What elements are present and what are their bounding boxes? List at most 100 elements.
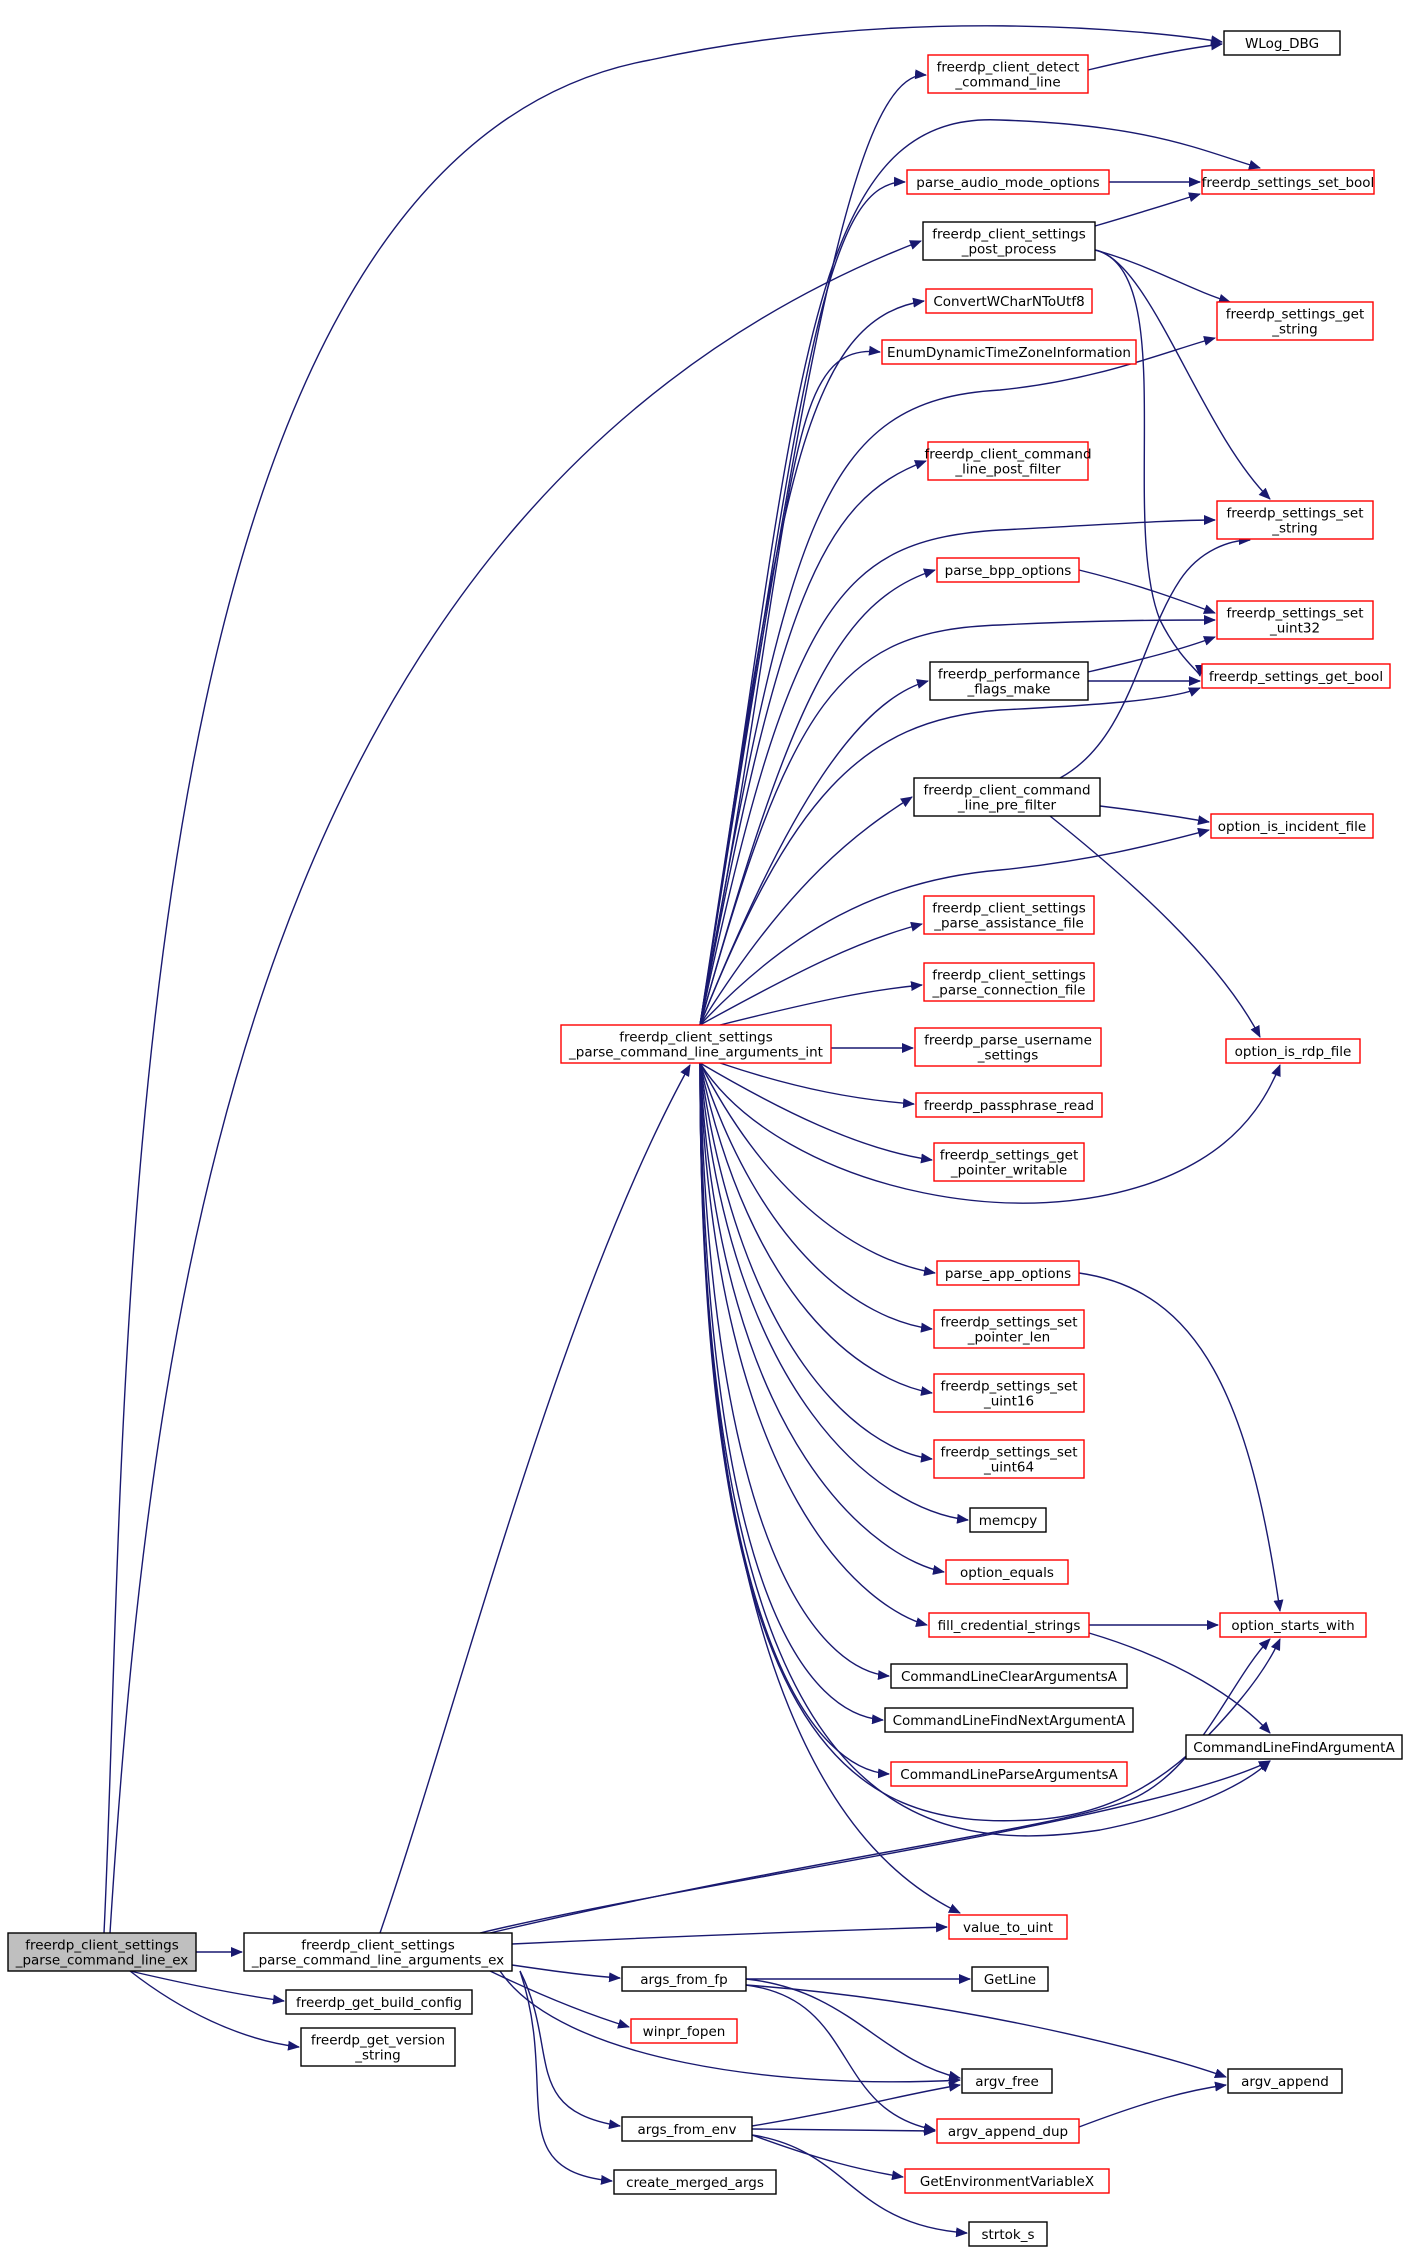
edge-fp-argv-free [745,1978,961,2081]
node-label: freerdp_client_command [924,447,1091,463]
node-version-string[interactable]: freerdp_get_version_string [300,2027,456,2067]
node-box [1216,500,1374,540]
node-label: freerdp_settings_set [1226,606,1363,622]
node-parse-args[interactable]: CommandLineParseArgumentsA [890,1761,1128,1787]
node-set-string[interactable]: freerdp_settings_set_string [1216,500,1374,540]
node-box [929,661,1089,701]
node-box [927,441,1089,481]
node-strtok[interactable]: strtok_s [968,2221,1048,2247]
node-incident[interactable]: option_is_incident_file [1210,813,1374,839]
node-post-filter[interactable]: freerdp_client_command_line_post_filter [924,441,1092,481]
node-ptr-len[interactable]: freerdp_settings_set_pointer_len [933,1309,1085,1349]
node-label: freerdp_settings_set [1226,506,1363,522]
node-parse-int[interactable]: freerdp_client_settings_parse_command_li… [560,1024,832,1064]
node-box [7,1932,197,1972]
node-box [300,2027,456,2067]
edge-int-find-next [699,1062,884,1725]
node-passphrase[interactable]: freerdp_passphrase_read [915,1092,1103,1118]
node-uint16[interactable]: freerdp_settings_set_uint16 [933,1373,1085,1413]
node-label: _command_line [954,75,1060,91]
edge-env-getenv [751,2134,904,2181]
node-memcpy[interactable]: memcpy [969,1507,1047,1533]
node-find-next[interactable]: CommandLineFindNextArgumentA [884,1707,1134,1733]
edge-int-pre-filter [699,796,913,1026]
edge-ex-args-env [519,1970,621,2130]
node-fill-cred[interactable]: fill_credential_strings [928,1612,1090,1638]
node-box [1225,1038,1361,1064]
node-getenv[interactable]: GetEnvironmentVariableX [904,2168,1110,2194]
node-value-to-uint[interactable]: value_to_uint [948,1914,1068,1940]
node-rdp-file[interactable]: option_is_rdp_file [1225,1038,1361,1064]
edge-ex-find-arg [479,1760,1271,1934]
node-getline[interactable]: GetLine [971,1966,1049,1992]
node-box [933,1373,1085,1413]
node-username[interactable]: freerdp_parse_username_settings [914,1027,1102,1067]
node-set-bool[interactable]: freerdp_settings_set_bool [1201,169,1375,195]
node-label: WLog_DBG [1245,36,1319,52]
edge-root-wlog [103,25,1223,1934]
node-wlog[interactable]: WLog_DBG [1223,30,1341,56]
node-box [1210,813,1374,839]
edges [103,25,1284,2238]
node-build-config[interactable]: freerdp_get_build_config [285,1989,473,2015]
node-label: freerdp_client_detect [937,60,1080,76]
node-perf[interactable]: freerdp_performance_flags_make [929,661,1089,701]
node-enum-tz[interactable]: EnumDynamicTimeZoneInformation [881,339,1137,365]
node-ptr-writable[interactable]: freerdp_settings_get_pointer_writable [933,1142,1085,1182]
node-argv-append[interactable]: argv_append [1227,2068,1343,2094]
node-args-fp[interactable]: args_from_fp [621,1966,747,1992]
node-box [1227,2068,1343,2094]
node-uint64[interactable]: freerdp_settings_set_uint64 [933,1439,1085,1479]
node-winpr-fopen[interactable]: winpr_fopen [630,2018,738,2044]
node-box [1201,663,1391,689]
node-app-opts[interactable]: parse_app_options [936,1260,1080,1286]
node-bpp[interactable]: parse_bpp_options [936,557,1080,583]
node-label: _string [1271,322,1318,338]
node-opt-equals[interactable]: option_equals [945,1559,1069,1585]
node-label: fill_credential_strings [938,1618,1081,1634]
node-label: argv_append [1241,2074,1329,2090]
node-label: _uint32 [1269,621,1320,637]
node-detect[interactable]: freerdp_client_detect_command_line [927,54,1089,94]
edge-detect-wlog [1087,40,1223,71]
node-audio[interactable]: parse_audio_mode_options [906,169,1110,195]
node-label: _uint16 [983,1394,1034,1410]
node-set-uint32[interactable]: freerdp_settings_set_uint32 [1216,600,1374,640]
node-post-process[interactable]: freerdp_client_settings_post_process [922,221,1096,261]
node-parse-ex[interactable]: freerdp_client_settings_parse_command_li… [243,1932,513,1972]
node-label: freerdp_client_command [923,783,1090,799]
node-label: memcpy [979,1513,1038,1529]
node-merged[interactable]: create_merged_args [613,2169,777,2195]
edge-int-app-opts [699,1062,936,1277]
node-clear-args[interactable]: CommandLineClearArgumentsA [890,1663,1128,1689]
node-argv-free[interactable]: argv_free [961,2068,1053,2094]
edge-pre-set-string [1059,535,1251,779]
node-argv-dup[interactable]: argv_append_dup [936,2118,1080,2144]
node-conn-file[interactable]: freerdp_client_settings_parse_connection… [923,962,1095,1002]
node-pre-filter[interactable]: freerdp_client_command_line_pre_filter [913,777,1101,817]
node-starts-with[interactable]: option_starts_with [1219,1612,1367,1638]
edge-int-conn-file [719,981,923,1026]
node-label: freerdp_client_settings [25,1938,178,1954]
edge-post-get-string [1094,249,1231,304]
node-args-env[interactable]: args_from_env [621,2116,753,2142]
node-find-arg[interactable]: CommandLineFindArgumentA [1185,1734,1403,1760]
node-label: _line_post_filter [954,462,1061,478]
node-box [890,1761,1128,1787]
edge-int-value-to-uint [699,1062,961,1914]
node-label: _pointer_writable [950,1163,1067,1179]
edge-int-rdp-file [699,1062,1281,1204]
node-label: _string [354,2048,401,2064]
node-label: EnumDynamicTimeZoneInformation [887,345,1131,361]
node-label: option_starts_with [1231,1618,1354,1634]
node-convert[interactable]: ConvertWCharNToUtf8 [925,288,1093,314]
node-root[interactable]: freerdp_client_settings_parse_command_li… [7,1932,197,1972]
node-box [922,221,1096,261]
node-get-string[interactable]: freerdp_settings_get_string [1216,301,1374,341]
node-get-bool[interactable]: freerdp_settings_get_bool [1201,663,1391,689]
node-assist[interactable]: freerdp_client_settings_parse_assistance… [923,895,1095,935]
edge-int-audio [699,176,906,1026]
node-box [904,2168,1110,2194]
node-box [906,169,1110,195]
node-box [621,1966,747,1992]
